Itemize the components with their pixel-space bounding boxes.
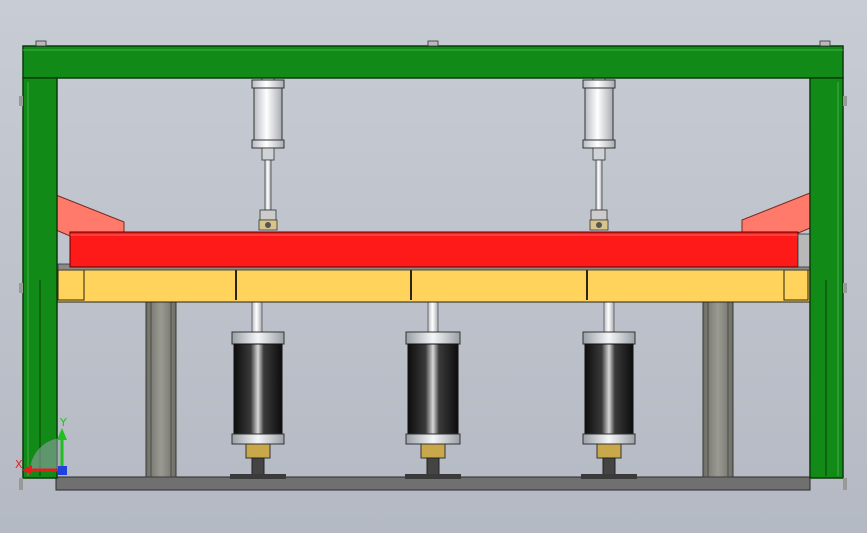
coordinate-triad-icon: Y X — [15, 416, 67, 475]
yellow-beam[interactable] — [55, 267, 811, 303]
support-post-left[interactable] — [145, 301, 177, 478]
triad-x-label: X — [15, 458, 23, 471]
wedge-right[interactable] — [741, 192, 811, 235]
upper-cylinder-right[interactable] — [582, 63, 616, 231]
frame-top-beam[interactable] — [22, 40, 844, 79]
wedge-left[interactable] — [55, 194, 125, 237]
red-platen[interactable] — [57, 231, 811, 271]
triad-y-label: Y — [59, 416, 67, 429]
support-post-right[interactable] — [702, 301, 734, 478]
lower-cylinder-1[interactable] — [230, 301, 286, 479]
frame-right-column[interactable] — [809, 77, 847, 490]
lower-cylinder-2[interactable] — [405, 301, 461, 479]
frame-left-column[interactable] — [19, 77, 58, 490]
upper-cylinder-left[interactable] — [251, 63, 285, 231]
lower-cylinder-3[interactable] — [581, 301, 637, 479]
